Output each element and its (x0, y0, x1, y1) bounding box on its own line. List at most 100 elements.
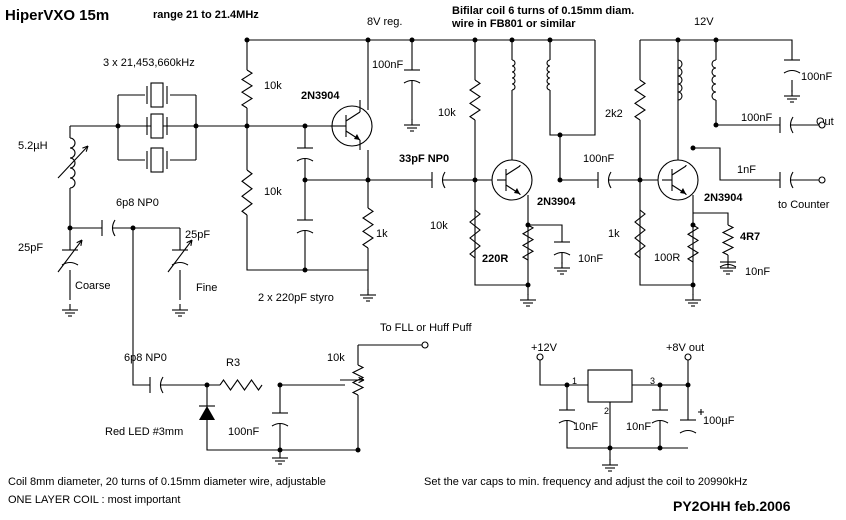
junction-dot-10 (302, 177, 308, 183)
ground-symbol-g (685, 294, 701, 307)
cap-out (779, 116, 794, 134)
coil-l1-adjust (57, 145, 89, 179)
label-to-fll: To FLL or Huff Puff (380, 322, 472, 334)
junction-dot-0 (244, 37, 250, 43)
junction-dot-33 (657, 445, 663, 451)
label-r4r7: 4R7 (740, 231, 760, 243)
label-c6p8-top: 6p8 NP0 (116, 197, 159, 209)
label-c6p8-bot: 6p8 NP0 (124, 352, 167, 364)
note-coil: Coil 8mm diameter, 20 turns of 0.15mm di… (8, 476, 326, 488)
junction-dot-13 (525, 222, 531, 228)
label-c25-left: 25pF (18, 242, 43, 254)
ground-symbol-c (360, 289, 376, 302)
ground-symbol-i (784, 90, 800, 103)
label-c100n-led: 100nF (228, 426, 259, 438)
junction-dot-26 (277, 382, 283, 388)
junction-dot-14 (525, 282, 531, 288)
label-r1k-b: 1k (608, 228, 620, 240)
cap-10n-a (553, 241, 571, 256)
note-one-layer: ONE LAYER COIL : most important (8, 494, 180, 506)
label-r10k-a: 10k (264, 80, 282, 92)
res-r3 (219, 379, 263, 391)
coil-t2-b (711, 59, 717, 101)
pot-10k-wiper (340, 376, 365, 384)
res-220r (521, 224, 535, 261)
label-r10k-b: 10k (264, 186, 282, 198)
label-c1n: 1nF (737, 164, 756, 176)
junction-dot-34 (302, 267, 308, 273)
junction-dot-3 (472, 37, 478, 43)
label-l1: 5.2µH (18, 140, 48, 152)
junction-dot-31 (685, 382, 691, 388)
label-coarse: Coarse (75, 280, 110, 292)
label-r10k-c: 10k (438, 107, 456, 119)
coil-note-2: wire in FB801 or similar (451, 18, 576, 30)
coil-l1 (69, 137, 76, 189)
res-100r (686, 224, 700, 263)
ground-symbol-k (602, 459, 618, 472)
label-r100: 100R (654, 252, 680, 264)
junction-dot-23 (130, 225, 136, 231)
cap-100n-top (403, 69, 421, 84)
cap-6p8-bot (149, 376, 164, 394)
label-to-counter: to Counter (778, 199, 830, 211)
cap-6p8-top (101, 219, 116, 237)
label-q1: 2N3904 (301, 90, 340, 102)
cap-100u (679, 419, 697, 434)
label-vreg: 8V reg. (367, 16, 402, 28)
junction-dot-5 (547, 37, 553, 43)
junction-dot-25 (204, 382, 210, 388)
transistor-q2 (491, 159, 533, 201)
label-r10k-d: 10k (430, 220, 448, 232)
junction-dot-2 (409, 37, 415, 43)
title: HiperVXO 15m (5, 7, 109, 24)
label-pot: 10k (327, 352, 345, 364)
varcap-coarse-arrow (57, 239, 83, 273)
junction-dot-6 (244, 123, 250, 129)
junction-dot-7 (302, 123, 308, 129)
transistor-q3 (657, 159, 699, 201)
cap-100n-led (271, 412, 289, 427)
label-c25-right: 25pF (185, 229, 210, 241)
res-2k2 (634, 79, 646, 121)
junction-dot-9 (193, 123, 199, 129)
label-q3: 2N3904 (704, 192, 743, 204)
terminal-out (818, 121, 826, 129)
junction-dot-22 (690, 145, 696, 151)
label-c10n-c: 10nF (573, 421, 598, 433)
junction-dot-30 (657, 382, 663, 388)
label-c10n-b: 10nF (745, 266, 770, 278)
junction-dot-24 (67, 225, 73, 231)
cap-100n-mid (597, 171, 612, 189)
junction-dot-4 (509, 37, 515, 43)
coil-t1-a (511, 59, 516, 91)
terminal-counter (818, 176, 826, 184)
ground-symbol-a (62, 304, 78, 317)
label-c100n-top: 100nF (372, 59, 403, 71)
transistor-q1 (330, 100, 373, 150)
junction-dot-29 (564, 382, 570, 388)
ground-symbol-e (520, 294, 536, 307)
res-1k-b (634, 209, 646, 259)
junction-dot-18 (713, 37, 719, 43)
crystal-3 (146, 147, 168, 173)
varcap-fine-arrow (167, 239, 193, 273)
ground-symbol-d (404, 119, 420, 132)
label-c33p: 33pF NP0 (399, 153, 449, 165)
label-r220: 220R (482, 253, 508, 265)
label-vout: +8V out (666, 342, 704, 354)
label-c100n-right2: 100nF (741, 112, 772, 124)
junction-dot-16 (637, 177, 643, 183)
note-adjust: Set the var caps to min. frequency and a… (424, 476, 747, 488)
res-4r7 (721, 224, 735, 256)
cap-10n-c (558, 409, 576, 424)
label-fine: Fine (196, 282, 217, 294)
ground-symbol-f (554, 262, 570, 275)
label-vin: +12V (531, 342, 558, 354)
terminal-fll (421, 341, 429, 349)
crystal-1 (146, 82, 168, 108)
junction-dot-11 (365, 177, 371, 183)
junction-dot-8 (115, 123, 121, 129)
components (57, 37, 826, 472)
signature: PY2OHH feb.2006 (673, 498, 791, 514)
